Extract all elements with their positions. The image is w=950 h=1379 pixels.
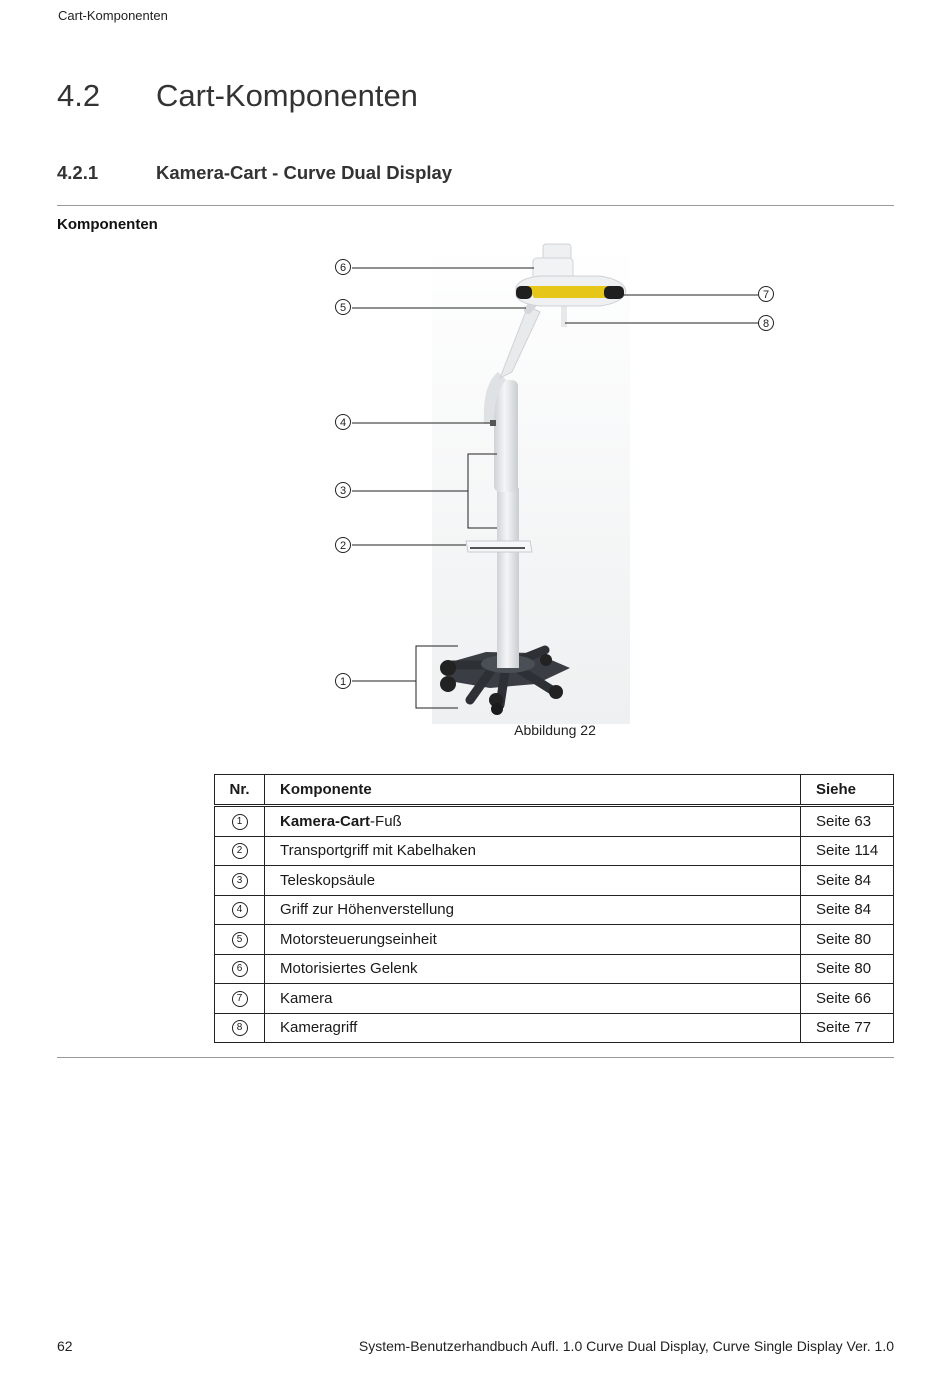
page-reference: Seite 63 xyxy=(800,805,894,837)
row-number-badge: 8 xyxy=(231,1020,248,1037)
component-name: Teleskopsäule xyxy=(264,865,801,896)
callout-7: 7 xyxy=(758,286,774,302)
running-header: Cart-Komponenten xyxy=(58,8,168,23)
table-row: 5 Motorsteuerungseinheit Seite 80 xyxy=(214,924,894,955)
row-number-badge: 5 xyxy=(231,931,248,948)
header-see: Siehe xyxy=(800,774,894,807)
table-row: 4 Griff zur Höhenverstellung Seite 84 xyxy=(214,894,894,925)
callout-lines xyxy=(352,267,758,709)
svg-text:4: 4 xyxy=(340,417,346,429)
page-reference: Seite 84 xyxy=(800,894,894,925)
table-row: 8 Kameragriff Seite 77 xyxy=(214,1012,894,1043)
table-row: 6 Motorisiertes Gelenk Seite 80 xyxy=(214,953,894,984)
callout-1: 1 xyxy=(335,673,351,689)
cart-base xyxy=(440,645,570,715)
component-name: Transportgriff mit Kabelhaken xyxy=(264,835,801,866)
component-name: Kameragriff xyxy=(264,1012,801,1043)
page-reference: Seite 80 xyxy=(800,953,894,984)
table-row: 1 Kamera-Cart-Fuß Seite 63 xyxy=(214,805,894,837)
page-reference: Seite 84 xyxy=(800,865,894,896)
row-number-badge: 3 xyxy=(231,872,248,889)
callout-8: 8 xyxy=(758,315,774,331)
divider-top xyxy=(57,205,894,206)
header-component: Komponente xyxy=(264,774,801,807)
table-row: 2 Transportgriff mit Kabelhaken Seite 11… xyxy=(214,835,894,866)
section-title: Kamera-Cart - Curve Dual Display xyxy=(156,162,453,183)
camera-head xyxy=(515,275,627,307)
motorized-joint xyxy=(532,243,574,283)
svg-text:7: 7 xyxy=(763,289,769,301)
transport-handle xyxy=(465,540,533,553)
component-name: Motorisiertes Gelenk xyxy=(264,953,801,984)
document-title: System-Benutzerhandbuch Aufl. 1.0 Curve … xyxy=(358,1338,894,1354)
row-number-badge: 7 xyxy=(231,990,248,1007)
page-number: 62 xyxy=(57,1338,73,1354)
camera-cart-figure: 6 5 7 8 4 3 2 1 xyxy=(335,240,774,724)
header-nr: Nr. xyxy=(214,774,265,807)
table-row: 3 Teleskopsäule Seite 84 xyxy=(214,865,894,896)
row-number-badge: 4 xyxy=(231,902,248,919)
chapter-title: Cart-Komponenten xyxy=(156,78,418,113)
component-name: Kamera xyxy=(264,983,801,1014)
svg-text:6: 6 xyxy=(340,262,346,274)
telescopic-column xyxy=(483,372,519,668)
svg-text:2: 2 xyxy=(340,540,346,552)
callout-3: 3 xyxy=(335,482,351,498)
components-subheading: Komponenten xyxy=(57,216,158,233)
page-reference: Seite 80 xyxy=(800,924,894,955)
component-name: -Fuß xyxy=(370,812,402,830)
section-number: 4.2.1 xyxy=(57,162,99,183)
callout-5: 5 xyxy=(335,299,351,315)
callout-4: 4 xyxy=(335,414,351,430)
component-name: Motorsteuerungseinheit xyxy=(264,924,801,955)
table-row: 7 Kamera Seite 66 xyxy=(214,983,894,1014)
divider-bottom xyxy=(57,1057,894,1058)
figure-caption: Abbildung 22 xyxy=(514,722,596,738)
articulated-arm xyxy=(499,286,567,380)
page-reference: Seite 77 xyxy=(800,1012,894,1043)
row-number-badge: 6 xyxy=(231,961,248,978)
component-name: Griff zur Höhenverstellung xyxy=(264,894,801,925)
component-name-bold: Kamera-Cart xyxy=(280,812,371,830)
components-table: Nr. Komponente Siehe 1 Kamera-Cart-Fuß S… xyxy=(214,774,894,1043)
row-number-badge: 2 xyxy=(231,843,248,860)
svg-text:8: 8 xyxy=(763,318,769,330)
photo-background xyxy=(432,240,630,724)
svg-text:1: 1 xyxy=(340,676,346,688)
svg-text:3: 3 xyxy=(340,485,346,497)
callout-2: 2 xyxy=(335,537,351,553)
chapter-number: 4.2 xyxy=(57,78,101,113)
svg-text:5: 5 xyxy=(340,302,346,314)
callout-6: 6 xyxy=(335,259,351,275)
page-reference: Seite 114 xyxy=(800,835,894,866)
page-reference: Seite 66 xyxy=(800,983,894,1014)
row-number-badge: 1 xyxy=(231,813,248,830)
table-header-row: Nr. Komponente Siehe xyxy=(214,774,894,807)
